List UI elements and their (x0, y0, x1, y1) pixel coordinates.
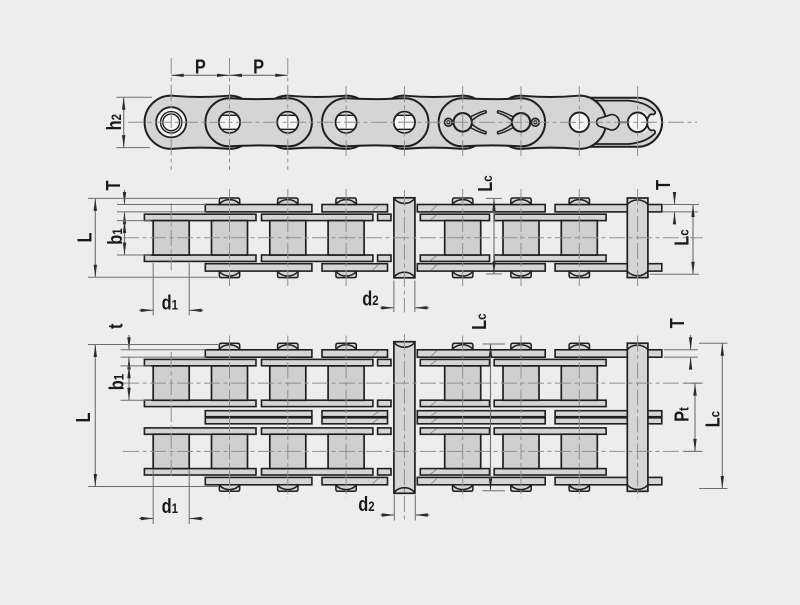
svg-text:t: t (103, 324, 126, 329)
svg-text:T: T (665, 318, 688, 328)
svg-text:d1: d1 (162, 494, 178, 517)
svg-text:Lc: Lc (700, 411, 723, 427)
svg-text:Lc: Lc (467, 313, 490, 329)
svg-text:L: L (73, 232, 96, 242)
svg-text:P: P (195, 55, 206, 78)
svg-text:d2: d2 (362, 286, 378, 309)
svg-text:h2: h2 (102, 114, 125, 130)
svg-text:d2: d2 (358, 492, 374, 515)
svg-text:Lc: Lc (670, 229, 693, 245)
svg-text:P: P (253, 55, 264, 78)
svg-text:d1: d1 (162, 291, 178, 314)
svg-text:Lc: Lc (473, 175, 496, 191)
svg-text:T: T (101, 180, 124, 190)
svg-text:Pt: Pt (670, 406, 693, 421)
svg-text:b1: b1 (105, 374, 128, 390)
svg-text:b1: b1 (103, 228, 126, 244)
svg-text:T: T (651, 180, 674, 190)
svg-text:L: L (71, 412, 94, 422)
